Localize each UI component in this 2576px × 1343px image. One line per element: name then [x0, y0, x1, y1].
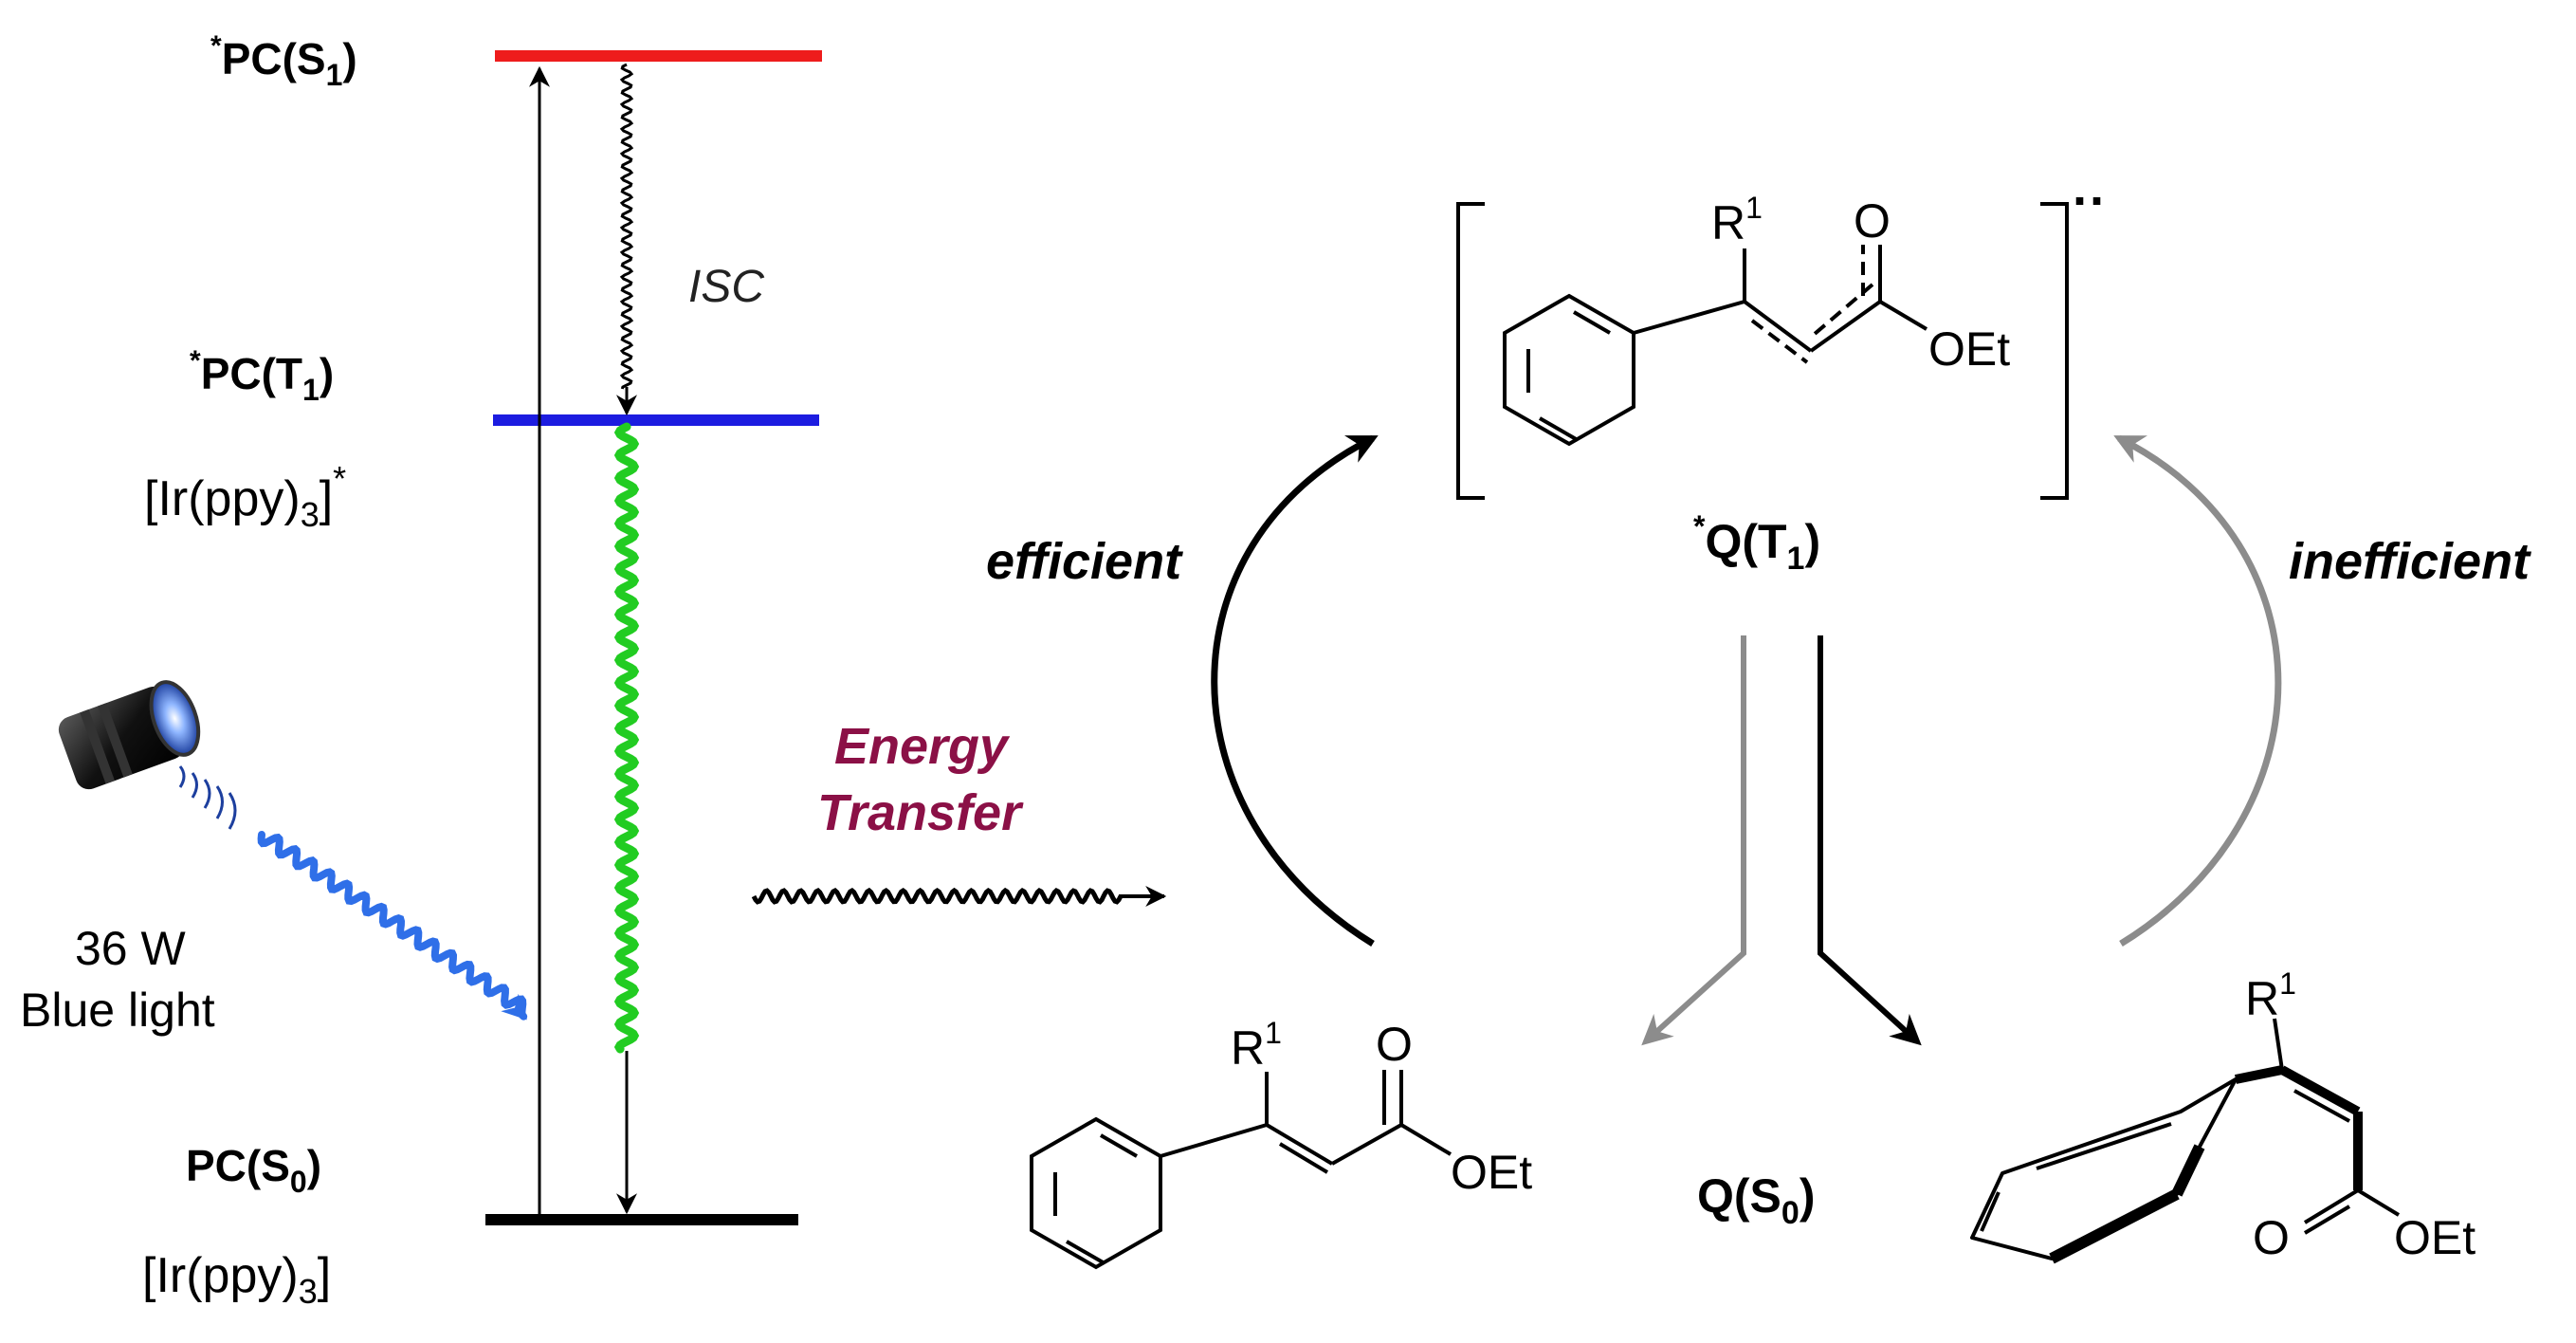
ground-molecule-right: [1970, 1018, 2401, 1264]
triplet-label: *Q(T1): [1693, 509, 1820, 577]
ground-left-r1: R1: [1231, 1016, 1282, 1075]
triplet-bracket-right: [2040, 202, 2069, 500]
blue-light-wave: [257, 831, 528, 1021]
triplet-bracket-left: [1456, 202, 1485, 500]
energy-transfer-wavy-arrow: [751, 887, 1124, 905]
isc-label: ISC: [688, 262, 764, 312]
ground-right-r1: R1: [2245, 966, 2296, 1025]
triplet-carbonyl-o: O: [1854, 194, 1891, 248]
flashlight-icon: [58, 680, 201, 790]
ground-left-ester: OEt: [1451, 1146, 1532, 1199]
s1-label: *PC(S1): [210, 30, 357, 92]
ground-label: Q(S0): [1697, 1169, 1815, 1231]
light-emission-dashes: [178, 765, 237, 830]
ground-left-carbonyl-o: O: [1376, 1018, 1413, 1071]
energy-transfer-line2: Transfer: [817, 784, 1024, 841]
isc-wavy-arrow: [619, 63, 634, 390]
s0-complex-label: [Ir(ppy)3]: [142, 1248, 331, 1311]
light-type-label: Blue light: [20, 984, 215, 1037]
ground-right-carbonyl-o: O: [2253, 1211, 2290, 1264]
ground-right-ester: OEt: [2394, 1211, 2476, 1264]
decay-to-z-arrow: [1641, 635, 1746, 1046]
inefficient-arrow: [2113, 434, 2282, 947]
triplet-r1: R1: [1711, 191, 1763, 249]
triplet-molecule: [1503, 245, 1928, 447]
energy-transfer-line1: Energy: [834, 718, 1011, 775]
t1-label: *PC(T1): [190, 345, 334, 407]
t1-complex-label: [Ir(ppy)3]*: [144, 459, 346, 534]
triplet-charge-dots: ··: [2073, 173, 2107, 230]
s0-label: PC(S0): [186, 1141, 321, 1199]
inefficient-label: inefficient: [2289, 533, 2531, 590]
triplet-ester: OEt: [1928, 322, 2010, 376]
ground-molecule-left: [1030, 1070, 1452, 1270]
efficient-label: efficient: [986, 533, 1183, 590]
light-power-label: 36 W: [75, 922, 187, 975]
efficient-arrow: [1211, 434, 1379, 947]
decay-to-e-arrow: [1818, 635, 1922, 1046]
phosphorescence-wave: [613, 422, 640, 1054]
